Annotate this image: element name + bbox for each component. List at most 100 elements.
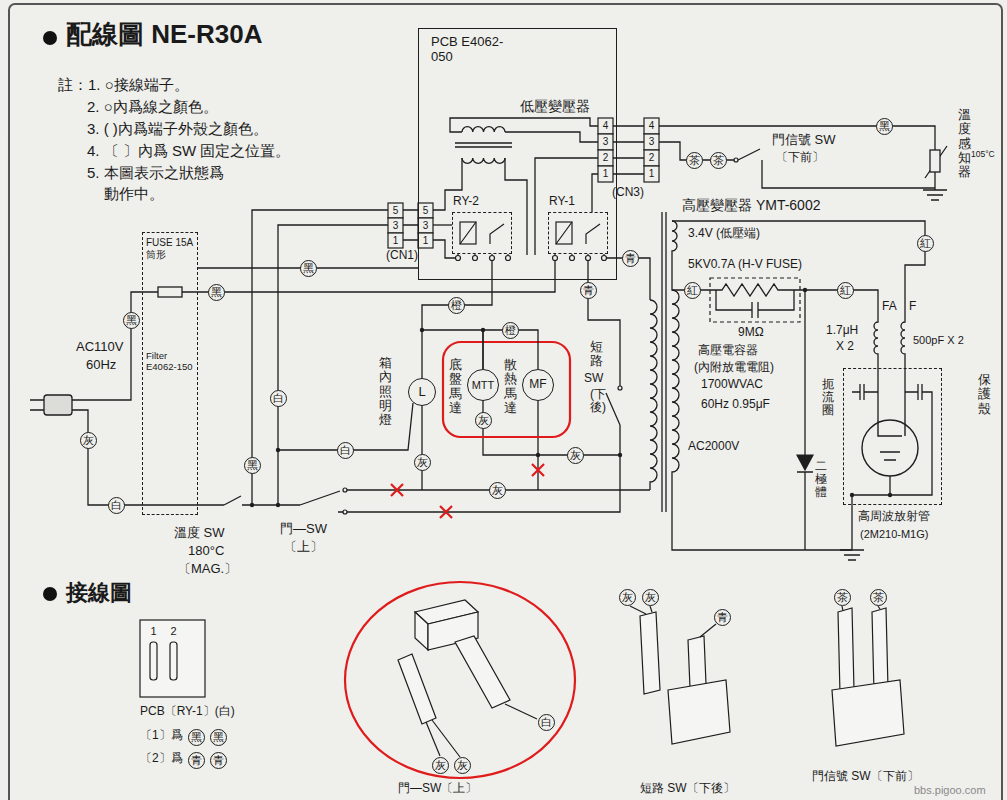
motor-symbol: 散熱馬達MF — [522, 369, 554, 401]
wire-color-tag: 黑 — [208, 284, 225, 301]
component-label: AC110V — [76, 340, 123, 355]
component-label: 1700WVAC — [701, 378, 763, 392]
connector-pin-box — [418, 218, 433, 233]
component-label: X 2 — [836, 340, 854, 354]
component-label: 高壓電容器 — [698, 344, 758, 358]
relay-terminal — [456, 256, 607, 261]
symbol-letter: L — [409, 379, 435, 405]
component-label: 180°C — [188, 544, 224, 559]
wire — [505, 132, 598, 142]
wire-color-tag: 青 — [714, 609, 731, 626]
red-highlight — [345, 582, 575, 778]
connector-pin-box — [644, 134, 659, 150]
wire-color-tag: 灰 — [454, 757, 471, 774]
component-label: 短路 — [590, 340, 603, 369]
wire — [535, 158, 598, 255]
relay-terminal — [490, 256, 495, 261]
wire — [840, 550, 864, 560]
connector-pin-box — [598, 134, 613, 150]
symbol-letter: MTT — [468, 370, 498, 400]
wire — [923, 190, 947, 200]
wire-color-tag: 灰 — [567, 447, 584, 464]
wire-color-tag: 茶 — [710, 152, 727, 169]
component-label: 門—SW — [280, 522, 327, 537]
connector-pin-box — [644, 166, 659, 182]
wire-color-tag: 青 — [210, 752, 227, 769]
relay-terminal — [586, 256, 591, 261]
component-label: (下後) — [590, 388, 602, 414]
pin-number: 3 — [423, 220, 429, 232]
pin-number: 2 — [170, 625, 176, 638]
component-label: 9MΩ — [738, 326, 764, 340]
fuse-symbol — [158, 287, 182, 297]
red-highlight — [443, 342, 570, 437]
junction-dot — [250, 503, 254, 507]
magnetron-symbol — [862, 420, 918, 476]
wire — [800, 290, 878, 420]
pin-number: 3 — [393, 220, 399, 232]
relay-internals — [555, 222, 604, 256]
wire-color-tag: 黑 — [876, 118, 893, 135]
section-bullet — [43, 31, 57, 601]
short-switch-drawing — [640, 612, 660, 694]
wire-color-tag: 灰 — [414, 454, 431, 471]
component-label: 〔2〕爲 — [140, 752, 183, 766]
door-signal-switch-drawing — [838, 608, 854, 694]
component-label: 〔1〕爲 — [140, 729, 183, 743]
component-label: 溫度感知器 — [958, 108, 971, 179]
junction-dot — [250, 288, 892, 507]
relay-box: RY-2 — [452, 212, 512, 254]
wire — [218, 496, 300, 505]
wire-color-tag: 橙 — [448, 297, 465, 314]
thermistor-symbol — [930, 150, 940, 172]
symbol-letter: MF — [523, 370, 553, 400]
pin-number: 5 — [423, 205, 429, 217]
node-label: 保護殼 — [978, 373, 991, 416]
switch-contact — [343, 510, 347, 514]
component-label: 〔上〕 — [284, 540, 323, 555]
wire-color-tag: 青 — [622, 250, 639, 267]
junction-dot — [850, 493, 854, 497]
pin-number: 3 — [649, 136, 655, 148]
component-label: FA — [882, 300, 897, 314]
note-text: 2. ○內爲線之顏色。 — [87, 98, 218, 115]
node-label: PCB E4062-050 — [431, 35, 509, 65]
pin-number: 2 — [649, 152, 655, 164]
door-signal-switch-drawing — [832, 606, 904, 746]
fuse-symbol — [158, 287, 182, 297]
wire — [716, 290, 794, 318]
component-label: 短路 SW〔下後〕 — [640, 782, 735, 796]
magnetron-symbol — [862, 420, 918, 476]
connector-pin-box — [598, 166, 613, 182]
door-switch-drawing — [398, 654, 436, 724]
pin-number: 4 — [603, 120, 609, 132]
node-label: 底盤馬達 — [449, 358, 462, 415]
wire — [278, 225, 388, 505]
node-label: FUSE 15A 筒形 — [146, 237, 194, 260]
relay-box: RY-1 — [548, 212, 608, 254]
component-label: (2M210-M1G) — [860, 528, 928, 541]
wire — [659, 126, 947, 190]
shield-box: 保護殼 — [843, 368, 942, 505]
red-highlight — [391, 464, 544, 518]
component-label: 高周波放射管 — [858, 510, 930, 524]
wire — [462, 158, 505, 163]
wire — [72, 410, 218, 505]
watermark: bbs.pigoo.com — [914, 784, 986, 797]
pin-number: 1 — [393, 235, 399, 247]
pcb-connector-drawing — [170, 642, 177, 680]
magnetron-symbol — [878, 420, 905, 460]
component-label: 〔下前〕 — [776, 151, 824, 165]
panel-frame — [9, 4, 1002, 800]
wire — [613, 126, 644, 174]
component-label: 3.4V (低壓端) — [688, 227, 760, 241]
relay-terminal — [473, 256, 478, 261]
component-label: PCB〔RY-1〕(白) — [140, 705, 235, 719]
node-label: RY-1 — [549, 195, 575, 209]
relay-terminal — [506, 256, 511, 261]
relay-terminal — [602, 256, 607, 261]
switch-contact — [343, 488, 347, 492]
hv-fuse-box — [710, 278, 800, 322]
diode-symbol — [797, 455, 813, 470]
